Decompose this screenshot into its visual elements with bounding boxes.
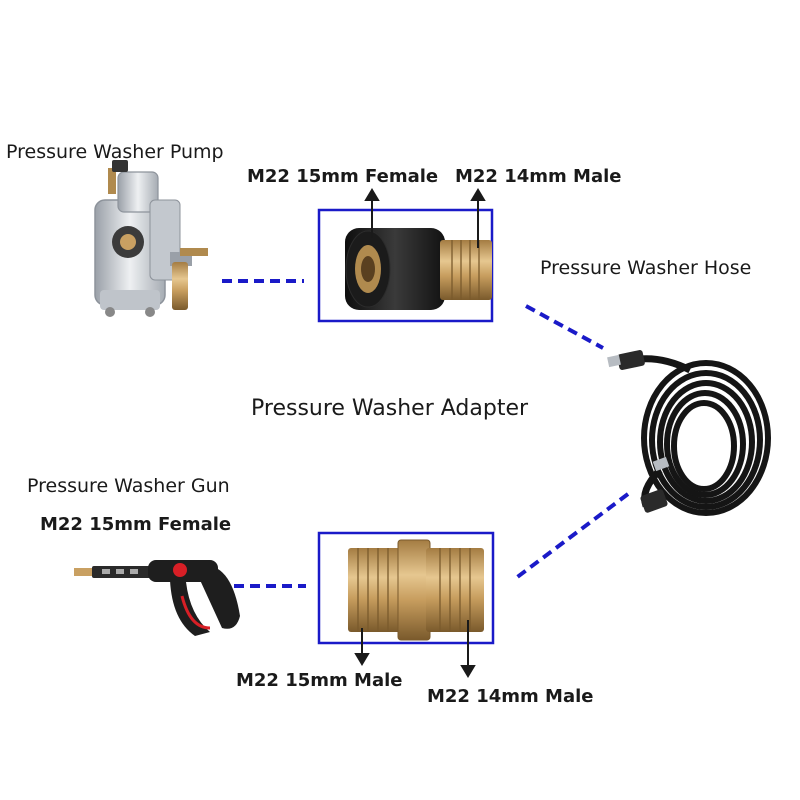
dashed-connectors (222, 279, 630, 588)
hose-label: Pressure Washer Hose (540, 257, 752, 279)
female-to-male-adapter-image (345, 228, 492, 310)
gun-thread-label: M22 15mm Female (40, 514, 232, 535)
hose-fittings (607, 350, 670, 513)
bottom-left-thread-label: M22 15mm Male (236, 670, 403, 691)
top-right-thread-arrow (470, 188, 486, 248)
bottom-right-thread-label: M22 14mm Male (427, 686, 594, 707)
hose-to-adapter-connector (514, 492, 630, 580)
bottom-right-thread-arrow (460, 620, 476, 678)
top-left-thread-label: M22 15mm Female (247, 166, 439, 187)
bottom-left-thread-arrow (354, 628, 370, 666)
bottom-adapter-frame (317, 531, 495, 645)
top-left-thread-arrow (364, 188, 380, 238)
pressure-washer-pump-image (94, 160, 208, 317)
gun-label: Pressure Washer Gun (27, 475, 230, 497)
adapter-label: Pressure Washer Adapter (251, 396, 529, 421)
pressure-washer-gun-image (74, 560, 240, 636)
male-to-male-adapter-image (348, 539, 484, 641)
pressure-washer-hose-image (631, 355, 771, 516)
top-right-thread-label: M22 14mm Male (455, 166, 622, 187)
pump-label: Pressure Washer Pump (6, 141, 224, 163)
adapter-to-hose-connector (525, 304, 604, 350)
